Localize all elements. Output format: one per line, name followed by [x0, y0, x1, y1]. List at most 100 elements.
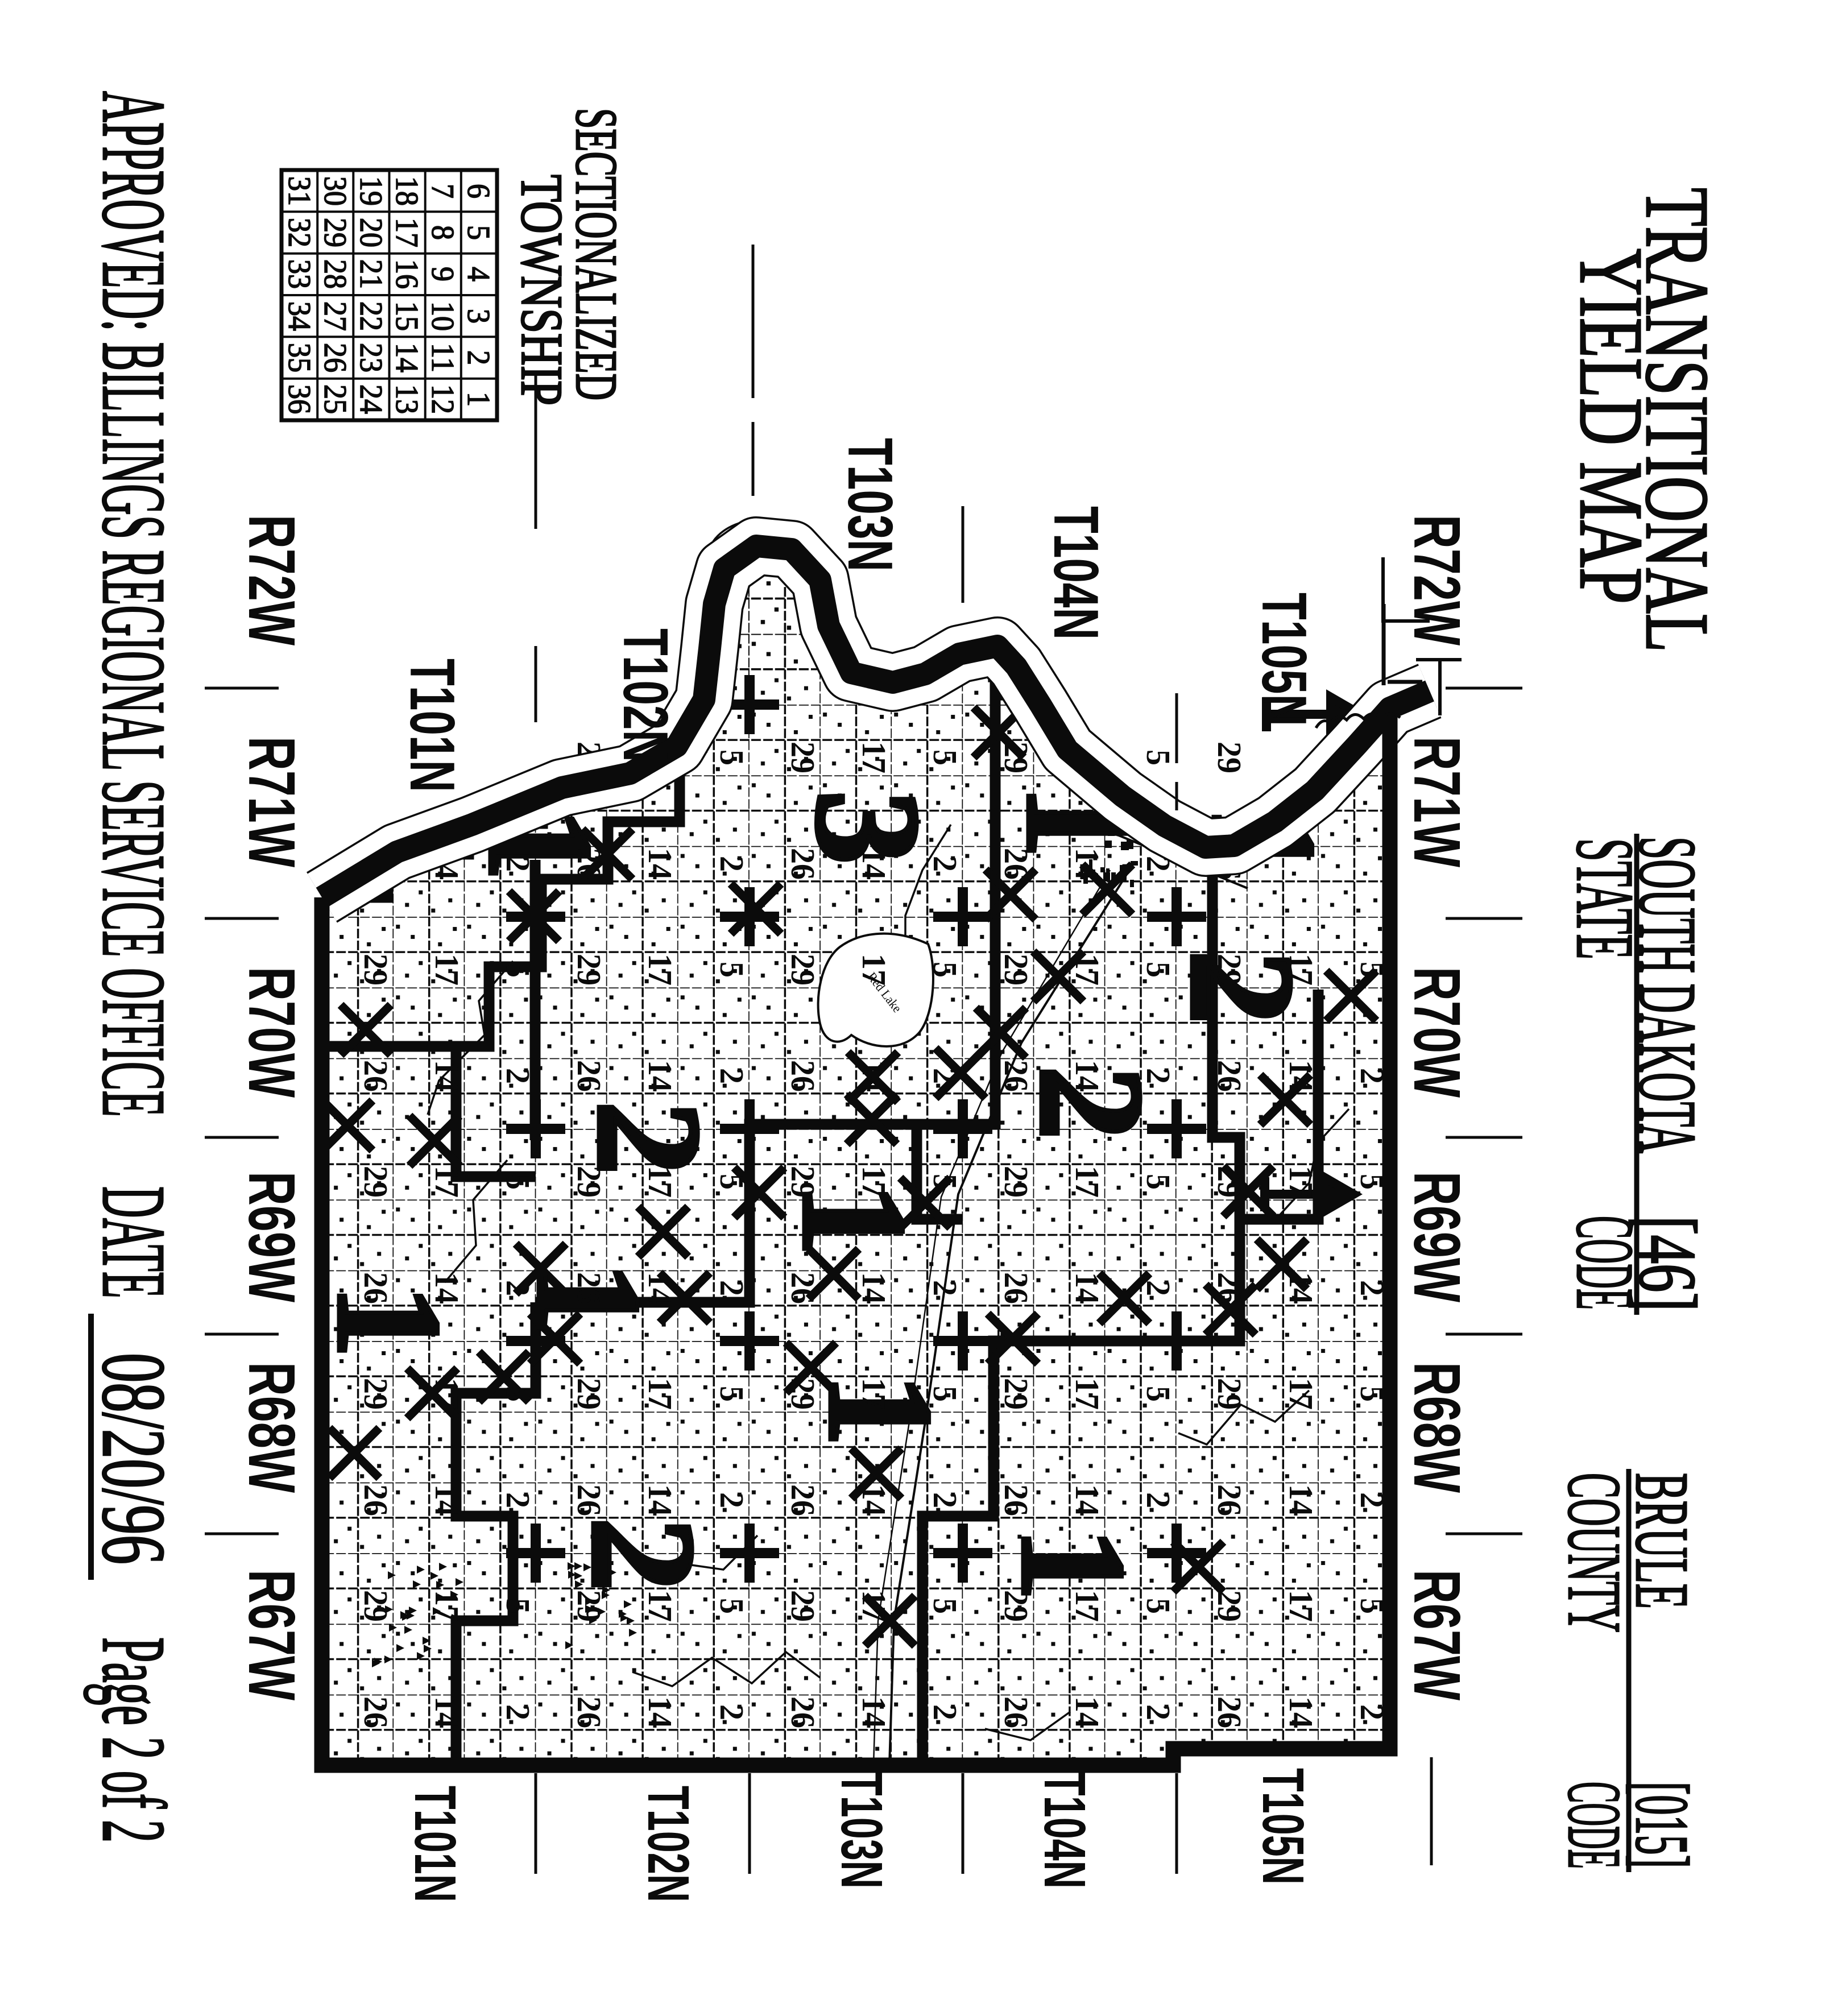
svg-text:17: 17 [641, 954, 679, 986]
svg-text:CODE: CODE [1553, 1782, 1637, 1869]
svg-text:5: 5 [926, 1174, 964, 1190]
svg-text:14: 14 [641, 1272, 679, 1304]
svg-text:17: 17 [428, 1590, 466, 1622]
svg-text:14: 14 [389, 343, 424, 372]
svg-text:17: 17 [641, 1590, 679, 1622]
svg-text:17: 17 [428, 1378, 466, 1410]
svg-text:8: 8 [425, 225, 460, 240]
svg-text:29: 29 [357, 1378, 395, 1410]
svg-text:26: 26 [997, 1484, 1035, 1516]
svg-text:29: 29 [997, 954, 1035, 986]
svg-text:14: 14 [428, 1696, 466, 1728]
svg-text:2: 2 [561, 1517, 726, 1592]
svg-text:5: 5 [713, 750, 751, 765]
svg-text:17: 17 [389, 218, 424, 247]
svg-text:14: 14 [855, 848, 893, 880]
svg-text:14: 14 [1282, 1484, 1320, 1516]
svg-text:3: 3 [461, 309, 496, 324]
svg-text:5: 5 [926, 1598, 964, 1614]
svg-text:14: 14 [1069, 1484, 1106, 1516]
svg-text:17: 17 [855, 1166, 893, 1198]
svg-text:17: 17 [1069, 1590, 1106, 1622]
svg-text:T101N: T101N [397, 659, 467, 792]
svg-text:1: 1 [506, 1260, 672, 1335]
svg-text:5: 5 [713, 962, 751, 978]
svg-text:26: 26 [1211, 1060, 1248, 1092]
svg-text:14: 14 [428, 1060, 466, 1092]
svg-text:14: 14 [1069, 1272, 1106, 1304]
svg-text:5: 5 [1140, 962, 1177, 978]
svg-text:14: 14 [1069, 1060, 1106, 1092]
svg-text:14: 14 [641, 1484, 679, 1516]
svg-text:4: 4 [461, 267, 496, 282]
svg-text:5: 5 [1140, 1174, 1177, 1190]
svg-text:29: 29 [1211, 1166, 1248, 1198]
svg-text:26: 26 [1211, 1272, 1248, 1304]
svg-text:R72W: R72W [235, 515, 309, 645]
svg-text:26: 26 [357, 1696, 395, 1728]
svg-text:2: 2 [926, 1068, 964, 1084]
svg-text:5: 5 [926, 962, 964, 978]
svg-text:30: 30 [317, 176, 353, 206]
svg-text:5: 5 [461, 225, 496, 240]
svg-text:5: 5 [713, 1598, 751, 1614]
svg-text:26: 26 [317, 343, 353, 372]
svg-text:32: 32 [282, 218, 317, 247]
svg-text:2: 2 [499, 1068, 537, 1084]
svg-text:26: 26 [570, 1484, 608, 1516]
svg-text:17: 17 [855, 954, 893, 986]
svg-text:2: 2 [926, 1280, 964, 1296]
svg-text:14: 14 [855, 1272, 893, 1304]
svg-text:5: 5 [499, 962, 537, 978]
svg-text:26: 26 [784, 1696, 822, 1728]
svg-text:STATE: STATE [1559, 838, 1650, 959]
svg-text:TOWNSHIP: TOWNSHIP [509, 175, 574, 405]
svg-text:5: 5 [926, 750, 964, 765]
svg-text:1: 1 [798, 1372, 963, 1447]
svg-text:26: 26 [784, 848, 822, 880]
svg-text:29: 29 [784, 954, 822, 986]
svg-text:14: 14 [1282, 1272, 1320, 1304]
svg-text:26: 26 [997, 848, 1035, 880]
svg-text:T101N: T101N [403, 1786, 468, 1902]
svg-text:19: 19 [353, 176, 388, 206]
svg-text:17: 17 [1282, 1590, 1320, 1622]
svg-text:14: 14 [1069, 848, 1106, 880]
svg-text:26: 26 [1211, 1696, 1248, 1728]
svg-text:17: 17 [855, 742, 893, 773]
svg-text:17: 17 [1282, 954, 1320, 986]
svg-text:18: 18 [389, 176, 424, 206]
svg-text:26: 26 [1211, 1484, 1248, 1516]
svg-text:13: 13 [389, 384, 424, 414]
svg-text:29: 29 [570, 1378, 608, 1410]
svg-text:26: 26 [784, 1272, 822, 1304]
svg-text:29: 29 [784, 1590, 822, 1622]
svg-text:12: 12 [425, 384, 460, 414]
svg-text:Page 2 of 2: Page 2 of 2 [84, 1637, 184, 1843]
svg-text:2: 2 [1140, 1068, 1177, 1084]
svg-text:14: 14 [1282, 1696, 1320, 1728]
svg-text:29: 29 [570, 1166, 608, 1198]
svg-text:26: 26 [997, 1696, 1035, 1728]
svg-text:2: 2 [1140, 1280, 1177, 1296]
svg-text:29: 29 [1211, 1378, 1248, 1410]
svg-text:TRANSITIONAL: TRANSITIONAL [1627, 188, 1727, 652]
svg-text:26: 26 [570, 1272, 608, 1304]
svg-text:T103N: T103N [829, 1772, 895, 1889]
svg-text:17: 17 [855, 1590, 893, 1622]
svg-text:29: 29 [570, 1590, 608, 1622]
svg-text:3: 3 [785, 790, 951, 865]
svg-text:2: 2 [713, 1492, 751, 1508]
svg-text:26: 26 [784, 1060, 822, 1092]
svg-text:R69W: R69W [235, 1171, 309, 1302]
svg-text:2: 2 [1009, 1065, 1174, 1140]
svg-text:5: 5 [499, 1598, 537, 1614]
svg-text:5: 5 [713, 1174, 751, 1190]
svg-text:R70W: R70W [1400, 967, 1474, 1098]
svg-text:R72W: R72W [1400, 515, 1474, 645]
svg-text:26: 26 [570, 1696, 608, 1728]
svg-text:29: 29 [997, 742, 1035, 773]
svg-text:YIELD MAP: YIELD MAP [1561, 249, 1661, 604]
svg-text:R71W: R71W [1400, 736, 1474, 867]
svg-text:2: 2 [1140, 1492, 1177, 1508]
